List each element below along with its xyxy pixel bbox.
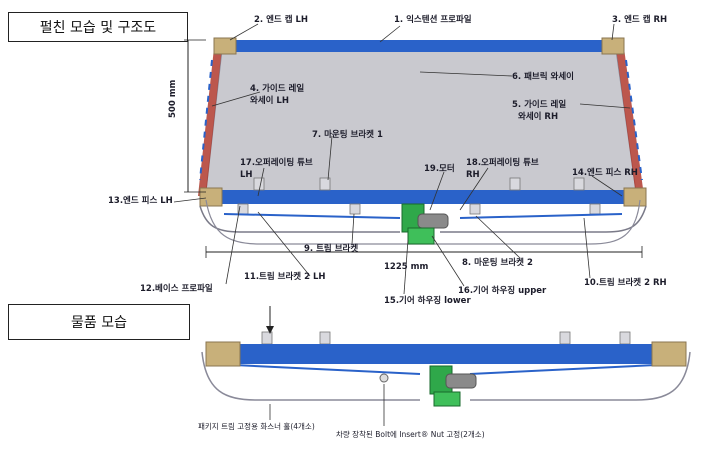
end-cap-rh: [601, 37, 625, 55]
label-base-profile: 12.베이스 프로파일: [140, 284, 213, 294]
label-gear-housing-lower: 15.기어 하우징 lower: [384, 296, 471, 306]
base-profile: [210, 190, 636, 204]
label-end-cap-lh: 2. 엔드 캡 LH: [254, 15, 309, 25]
label-operating-tube-rh-1: 18.오퍼레이팅 튜브: [466, 158, 539, 168]
label-fabric-assembly: 6. 패브릭 와세이: [512, 72, 574, 82]
label-end-piece-rh: 14.엔드 피스 RH: [572, 168, 638, 178]
operating-tube-rh: [459, 213, 623, 219]
height-dimension: 500 mm: [168, 79, 178, 118]
fastener-note: 패키지 트림 고정용 화스너 홀(4개소): [198, 422, 315, 431]
operating-tube-lh: [223, 213, 401, 219]
label-operating-tube-rh-2: RH: [466, 170, 480, 180]
label-operating-tube-lh-1: 17.오퍼레이팅 튜브: [240, 158, 313, 168]
extension-profile: [222, 40, 616, 52]
guide-rail-lh: [198, 48, 222, 196]
product-photo: [201, 306, 691, 426]
bolt-note: 차량 장착된 Bolt에 Insert® Nut 고정(2개소): [336, 430, 485, 439]
end-piece-rh: [623, 187, 647, 207]
label-guide-rail-rh-1: 5. 가이드 레일: [512, 100, 567, 110]
label-extension-profile: 1. 익스텐션 프로파일: [394, 15, 472, 25]
label-guide-rail-lh-1: 4. 가이드 레일: [250, 84, 305, 94]
label-gear-housing-upper: 16.기어 하우징 upper: [458, 286, 547, 296]
label-guide-rail-lh-2: 와세이 LH: [250, 96, 289, 106]
end-cap-lh: [213, 37, 237, 55]
width-dimension: 1225 mm: [384, 262, 429, 272]
end-piece-lh: [199, 187, 223, 207]
product-section-title: 물품 모습: [8, 304, 190, 340]
label-mounting-bracket-2: 8. 마운팅 브라켓 2: [462, 258, 533, 268]
label-motor: 19.모터: [424, 164, 455, 174]
trim-wire: [199, 205, 400, 233]
label-trim-bracket-2-lh: 11.트림 브라켓 2 LH: [244, 272, 326, 282]
structure-section-title: 펄친 모습 및 구조도: [8, 12, 188, 42]
label-trim-bracket-2-rh: 10.트림 브라켓 2 RH: [584, 278, 667, 288]
guide-rail-rh: [616, 48, 644, 196]
label-trim-bracket: 9. 트림 브라켓: [304, 244, 359, 254]
label-end-piece-lh: 13.엔드 피스 LH: [108, 196, 173, 206]
label-guide-rail-rh-2: 와세이 RH: [518, 112, 559, 122]
label-mounting-bracket-1: 7. 마운팅 브라켓 1: [312, 130, 383, 140]
label-end-cap-rh: 3. 엔드 캡 RH: [612, 15, 668, 25]
label-operating-tube-lh-2: LH: [240, 170, 253, 180]
motor-assembly: [401, 203, 449, 245]
